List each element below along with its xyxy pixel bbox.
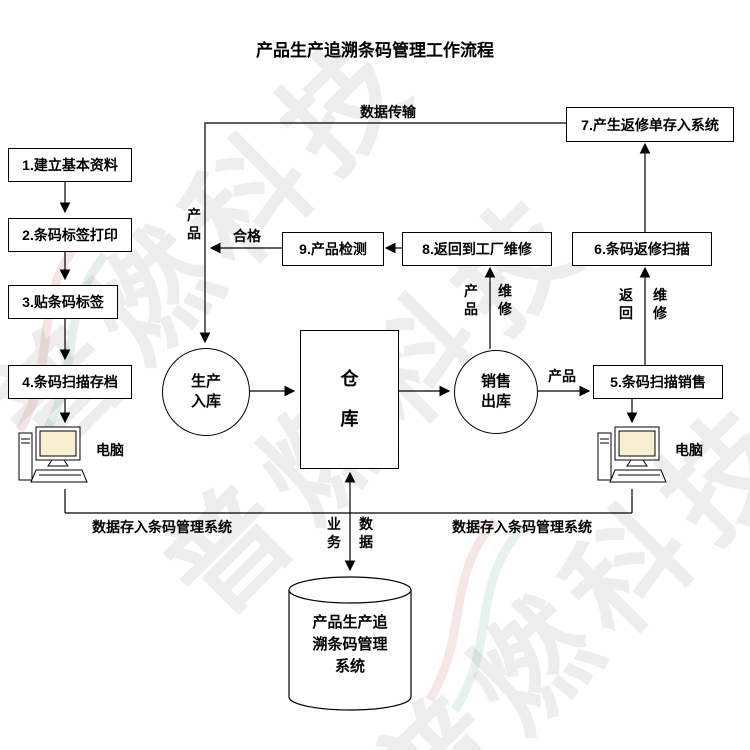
watermark-ribbon — [36, 252, 109, 443]
step-scan-archive: 4.条码扫描存档 — [8, 365, 132, 399]
edge-label-product-mid: 产品 — [464, 283, 478, 317]
watermark-ribbon — [451, 527, 524, 713]
step-product-inspect: 9.产品检测 — [282, 232, 384, 266]
database-cylinder — [288, 576, 412, 711]
watermark-ribbon — [426, 517, 499, 703]
step-repair-scan: 6.条码返修扫描 — [572, 232, 712, 266]
edge-label-repair-mid: 维修 — [498, 283, 512, 317]
edge-label-data-store-left: 数据存入条码管理系统 — [92, 519, 232, 535]
edge-label-data-store-right: 数据存入条码管理系统 — [452, 519, 592, 535]
node-warehouse: 仓库 — [300, 330, 399, 469]
node-database-label: 产品生产追溯条码管理系统 — [312, 614, 388, 675]
edge-label-repair-right: 维修 — [653, 287, 667, 321]
computer-icon — [18, 426, 88, 493]
edge-label-product-right: 产品 — [548, 368, 576, 384]
step-scan-sales: 5.条码扫描销售 — [593, 365, 723, 399]
label-computer-left: 电脑 — [96, 442, 124, 458]
label-computer-right: 电脑 — [675, 442, 703, 458]
edge-label-return-right: 返回 — [619, 287, 633, 321]
step-return-factory: 8.返回到工厂维修 — [402, 232, 552, 266]
step-stick-barcode-label: 3.贴条码标签 — [8, 285, 118, 319]
computer-icon — [597, 426, 667, 493]
edge-label-qualified: 合格 — [233, 228, 261, 244]
node-sales-out-label: 销售出库 — [480, 372, 511, 410]
edge-label-business: 业务 — [327, 516, 341, 550]
edge-label-data: 数据 — [359, 516, 373, 550]
node-warehouse-label: 仓库 — [340, 368, 359, 429]
step-create-basic-data: 1.建立基本资料 — [8, 148, 132, 182]
edge-label-data-transfer: 数据传输 — [360, 104, 416, 120]
flow-arrows — [59, 122, 651, 572]
step-print-barcode-label: 2.条码标签打印 — [8, 218, 132, 252]
step-repair-order: 7.产生返修单存入系统 — [566, 107, 734, 142]
node-sales-out: 销售出库 — [454, 350, 538, 434]
page-title: 产品生产追溯条码管理工作流程 — [256, 41, 494, 60]
node-production-in: 生产入库 — [162, 348, 250, 436]
node-production-in-label: 生产入库 — [190, 372, 221, 410]
edge-label-product-left: 产品 — [187, 207, 201, 241]
